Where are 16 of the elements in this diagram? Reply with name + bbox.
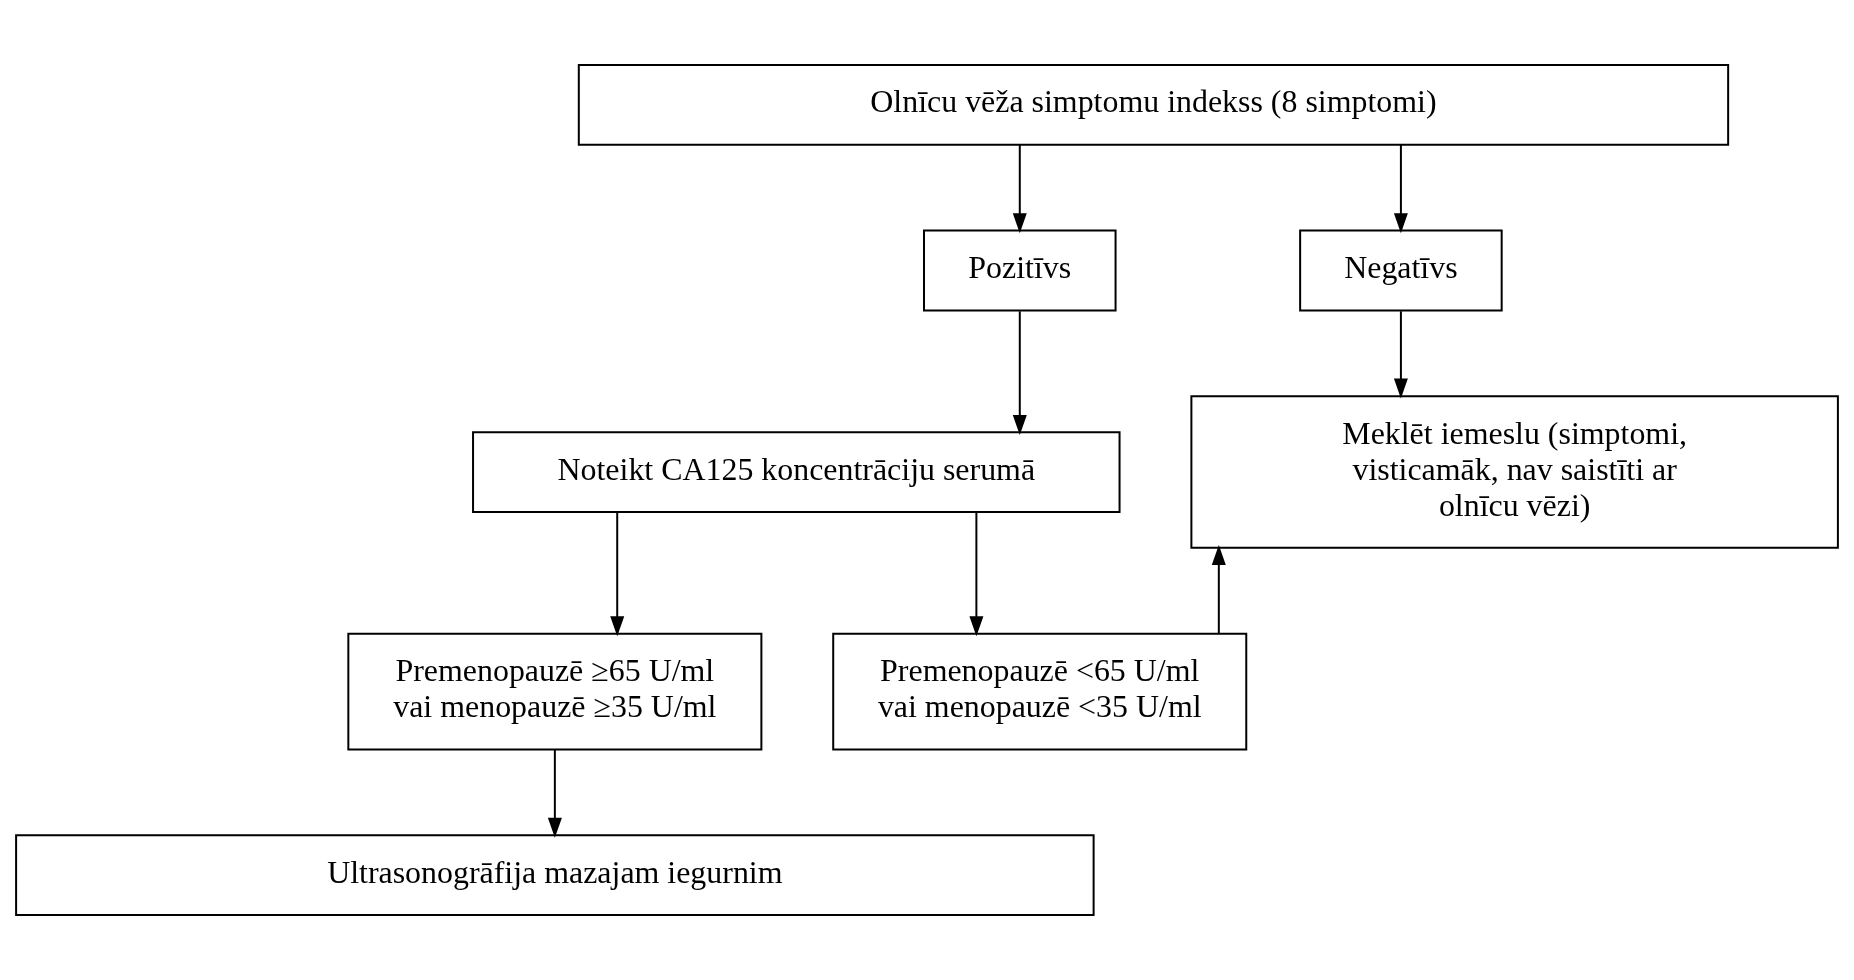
arrow xyxy=(1012,310,1027,436)
arrow xyxy=(547,748,562,838)
node-box: Premenopauzē <65 U/ml vai menopauzē <35 U/ml xyxy=(832,632,1248,751)
node-box: Ultrasonogrāfija mazajam iegurnim xyxy=(15,834,1095,916)
node-box: Negatīvs xyxy=(1299,229,1503,312)
arrow xyxy=(610,511,625,637)
arrow xyxy=(1393,310,1408,399)
node-box: Premenopauzē ≥65 U/ml vai menopauzē ≥35 U/ml xyxy=(347,632,763,751)
node-box: Olnīcu vēža simptomu indekss (8 simptomi) xyxy=(577,64,1730,146)
arrow xyxy=(1393,144,1408,234)
arrow xyxy=(1211,544,1226,635)
node-box: Noteikt CA125 koncentrāciju serumā xyxy=(472,431,1121,513)
node-box: Meklēt iemeslu (simptomi, visticamāk, nav saistīti ar olnīcu vēzi) xyxy=(1190,395,1839,549)
arrow xyxy=(1012,144,1027,234)
arrow xyxy=(969,511,984,637)
node-box: Pozitīvs xyxy=(923,229,1117,312)
